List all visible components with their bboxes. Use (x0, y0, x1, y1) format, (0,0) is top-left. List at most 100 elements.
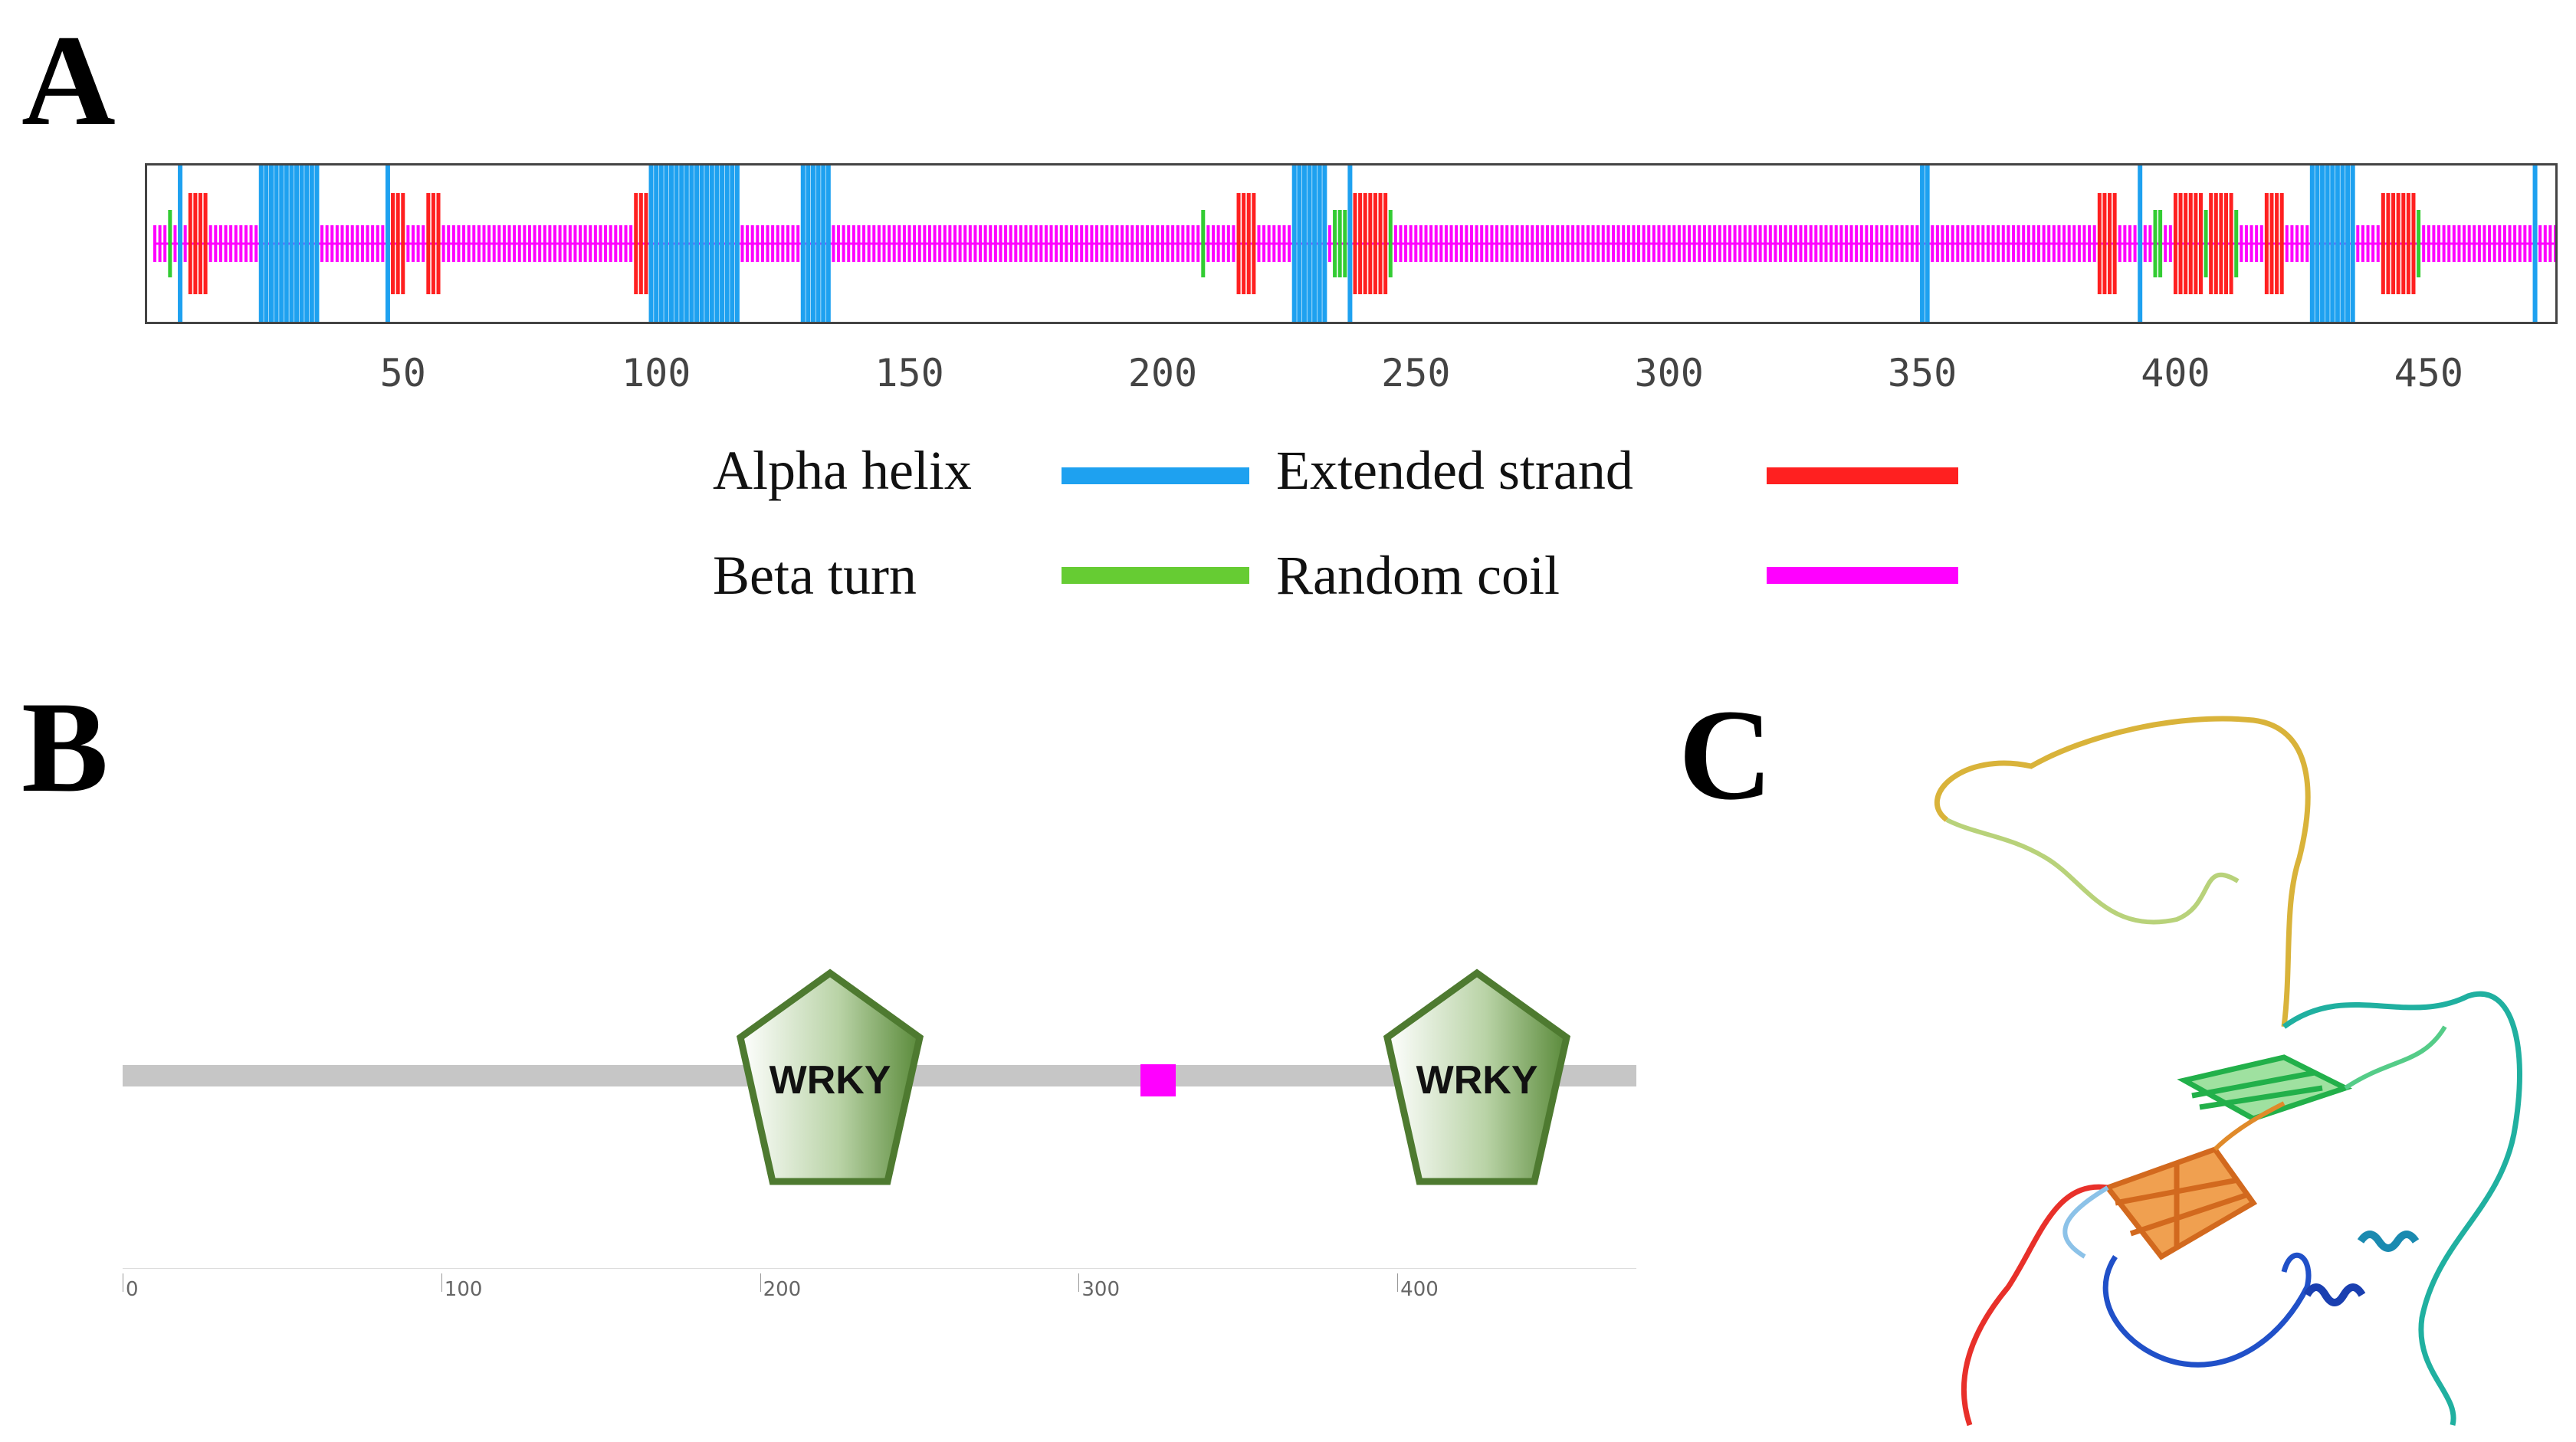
coil-residue-mark (1485, 225, 1488, 262)
helix-residue-mark (800, 166, 806, 322)
coil-residue-mark (1789, 225, 1793, 262)
coil-residue-mark (502, 225, 506, 262)
coil-residue-mark (2128, 225, 2131, 262)
helix-residue-mark (1920, 166, 1925, 322)
coil-residue-mark (1855, 225, 1859, 262)
coil-residue-mark (1556, 225, 1560, 262)
coil-residue-mark (1849, 225, 1853, 262)
coil-residue-mark (796, 225, 800, 262)
coil-residue-mark (953, 225, 957, 262)
strand-residue-mark (1242, 193, 1246, 294)
coil-residue-mark (2007, 225, 2010, 262)
coil-residue-mark (340, 225, 344, 262)
coil-residue-mark (1616, 225, 1620, 262)
coil-residue-mark (1404, 225, 1408, 262)
coil-residue-mark (2026, 225, 2030, 262)
coil-residue-mark (208, 225, 212, 262)
coil-residue-mark (927, 225, 931, 262)
coil-residue-mark (497, 225, 501, 262)
coil-residue-mark (1743, 225, 1747, 262)
coil-residue-mark (999, 225, 1003, 262)
helix-residue-mark (2330, 166, 2335, 322)
coil-residue-mark (1135, 225, 1139, 262)
strand-residue-mark (644, 193, 648, 294)
strand-residue-mark (1383, 193, 1388, 294)
coil-residue-mark (2077, 225, 2081, 262)
coil-residue-mark (1905, 225, 1909, 262)
coil-residue-mark (593, 225, 597, 262)
coil-residue-mark (579, 225, 582, 262)
turn-residue-mark (2204, 210, 2208, 277)
coil-residue-mark (1150, 225, 1154, 262)
coil-residue-mark (1222, 225, 1226, 262)
strand-residue-mark (2406, 193, 2410, 294)
strand-residue-mark (426, 193, 431, 294)
coil-residue-mark (2366, 225, 2370, 262)
coil-residue-mark (2285, 225, 2289, 262)
coil-residue-mark (857, 225, 861, 262)
helix-residue-mark (679, 166, 684, 322)
helix-residue-mark (1347, 166, 1353, 322)
coil-residue-mark (1075, 225, 1078, 262)
axis-tick-label: 150 (875, 351, 944, 395)
turn-residue-mark (2158, 210, 2163, 277)
coil-residue-mark (1327, 225, 1331, 262)
strand-residue-mark (2198, 193, 2203, 294)
strand-residue-mark (2269, 193, 2274, 294)
coil-residue-mark (1834, 225, 1838, 262)
strand-residue-mark (2184, 193, 2188, 294)
coil-residue-mark (1698, 225, 1701, 262)
coil-residue-mark (1095, 225, 1099, 262)
coil-residue-mark (2498, 225, 2502, 262)
coil-residue-mark (1859, 225, 1863, 262)
coil-residue-mark (1146, 225, 1150, 262)
coil-residue-mark (2168, 225, 2172, 262)
coil-residue-mark (2538, 225, 2542, 262)
strand-residue-mark (2381, 193, 2385, 294)
coil-residue-mark (963, 225, 967, 262)
coil-residue-mark (558, 225, 562, 262)
turn-residue-mark (1333, 210, 1337, 277)
scale-tick-label: 300 (1081, 1278, 1120, 1301)
coil-residue-mark (877, 225, 881, 262)
coil-residue-mark (2305, 225, 2309, 262)
coil-residue-mark (2432, 225, 2436, 262)
coil-residue-mark (1044, 225, 1048, 262)
helix-residue-mark (1301, 166, 1307, 322)
ribbon-sheet-orange (2103, 1145, 2258, 1260)
coil-residue-mark (2371, 225, 2375, 262)
coil-residue-mark (923, 225, 927, 262)
coil-residue-mark (462, 225, 466, 262)
turn-residue-mark (1388, 210, 1393, 277)
helix-residue-mark (264, 166, 269, 322)
strand-residue-mark (2112, 193, 2117, 294)
strand-residue-mark (2219, 193, 2223, 294)
coil-residue-mark (1931, 225, 1934, 262)
coil-residue-mark (1069, 225, 1073, 262)
helix-residue-mark (654, 166, 659, 322)
coil-residue-mark (411, 225, 415, 262)
helix-residue-mark (258, 166, 264, 322)
scale-tick-label: 200 (763, 1278, 802, 1301)
coil-residue-mark (2011, 225, 2015, 262)
coil-residue-mark (1429, 225, 1433, 262)
coil-residue-mark (1039, 225, 1043, 262)
coil-residue-mark (239, 225, 243, 262)
coil-residue-mark (1793, 225, 1797, 262)
coil-residue-mark (1581, 225, 1585, 262)
strand-residue-mark (2188, 193, 2193, 294)
coil-residue-mark (422, 225, 425, 262)
coil-residue-mark (1839, 225, 1843, 262)
legend-label-extended-strand: Extended strand (1276, 440, 1633, 501)
legend-label-random-coil: Random coil (1276, 545, 1560, 606)
coil-residue-mark (1900, 225, 1904, 262)
coil-residue-mark (902, 225, 906, 262)
coil-residue-mark (1465, 225, 1468, 262)
coil-residue-mark (1414, 225, 1418, 262)
coil-residue-mark (1971, 225, 1975, 262)
coil-residue-mark (1622, 225, 1626, 262)
helix-residue-mark (806, 166, 811, 322)
coil-residue-mark (224, 225, 228, 262)
coil-residue-mark (1171, 225, 1175, 262)
coil-residue-mark (1125, 225, 1129, 262)
